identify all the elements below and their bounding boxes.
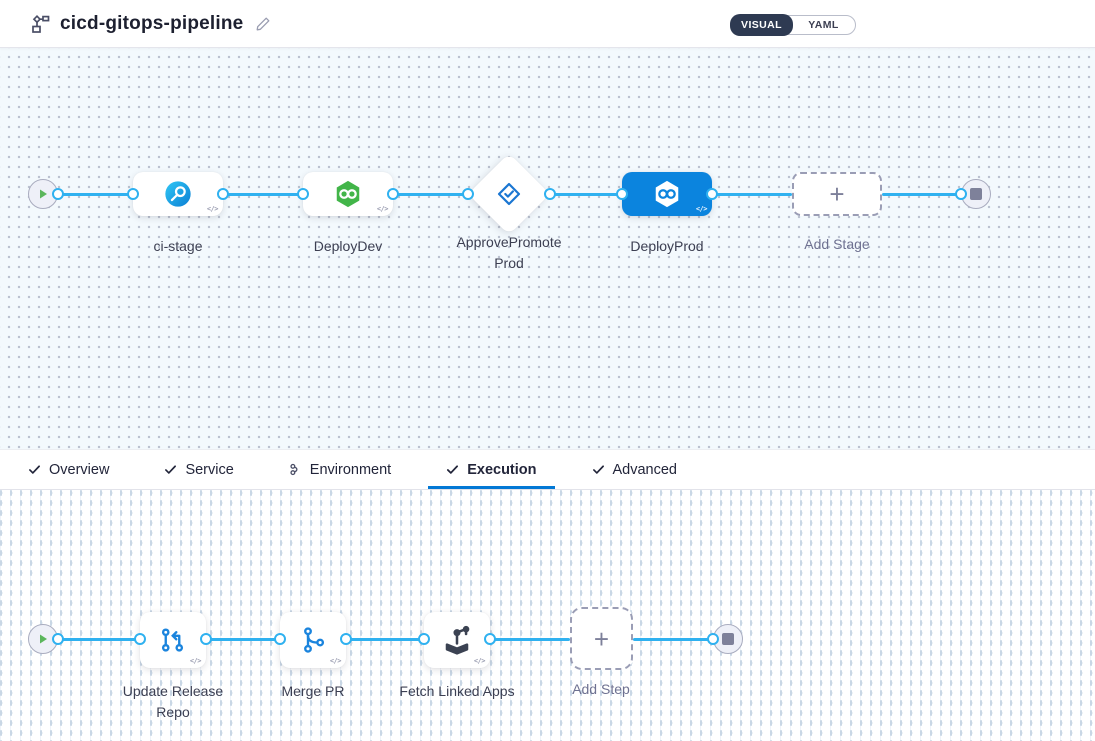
play-icon — [40, 189, 47, 199]
stop-icon — [722, 633, 734, 645]
connector-line — [712, 193, 792, 196]
add-step-button[interactable]: + — [570, 607, 633, 670]
toggle-visual[interactable]: VISUAL — [730, 14, 793, 36]
plus-icon: + — [593, 623, 610, 654]
pipeline-icon — [32, 14, 50, 33]
tab-execution[interactable]: Execution — [428, 450, 555, 489]
connector-line — [346, 638, 424, 641]
check-icon — [592, 465, 604, 474]
connector-line — [393, 193, 468, 196]
step-label: Fetch Linked Apps — [399, 683, 515, 699]
connector-ring — [418, 633, 430, 645]
connector-ring — [706, 188, 718, 200]
check-icon — [165, 465, 177, 474]
connector-ring — [134, 633, 146, 645]
cd-stage-icon — [655, 180, 679, 208]
tab-advanced[interactable]: Advanced — [592, 450, 678, 489]
edit-pencil-icon[interactable] — [255, 16, 271, 32]
stage-label: ApprovePromoteProd — [456, 234, 562, 271]
connector-line — [58, 193, 133, 196]
stop-icon — [970, 188, 982, 200]
tab-service[interactable]: Service — [164, 450, 234, 489]
connector-ring — [217, 188, 229, 200]
connector-ring — [707, 633, 719, 645]
add-step-label: Add Step — [572, 681, 630, 697]
connector-ring — [52, 633, 64, 645]
approval-stage-icon — [497, 182, 521, 206]
connector-ring — [484, 633, 496, 645]
merge-pr-icon — [304, 627, 325, 653]
step-label: Merge PR — [281, 683, 345, 699]
connector-ring — [462, 188, 474, 200]
tab-label: Environment — [309, 461, 392, 478]
ci-stage-icon — [165, 181, 191, 207]
connector-ring — [955, 188, 967, 200]
pipeline-title: cicd-gitops-pipeline — [60, 12, 244, 34]
play-icon — [40, 634, 47, 644]
code-icon: </> — [329, 657, 342, 665]
stage-label: DeployProd — [630, 238, 704, 254]
tab-overview[interactable]: Overview — [28, 450, 109, 489]
visual-yaml-toggle: VISUAL YAML — [730, 14, 856, 36]
connector-ring — [544, 188, 556, 200]
fetch-linked-apps-icon — [445, 625, 470, 655]
plus-icon: + — [829, 179, 845, 209]
connector-ring — [340, 633, 352, 645]
stage-node-approvepromoteprod[interactable] — [467, 152, 551, 236]
toggle-yaml[interactable]: YAML — [808, 19, 839, 31]
connector-ring — [52, 188, 64, 200]
connector-line — [633, 638, 713, 641]
environment-icon — [290, 463, 298, 476]
step-node-update-release-repo[interactable]: </> — [140, 612, 206, 668]
connector-line — [206, 638, 280, 641]
stage-node-deployprod[interactable]: </> — [622, 172, 712, 216]
code-icon: </> — [695, 205, 708, 213]
check-icon — [447, 465, 459, 474]
stage-label: DeployDev — [313, 238, 383, 254]
connector-ring — [127, 188, 139, 200]
execution-step-canvas: </> </> — [0, 490, 1095, 741]
connector-ring — [297, 188, 309, 200]
tab-label: Advanced — [612, 461, 678, 478]
code-icon: </> — [189, 657, 202, 665]
code-icon: </> — [376, 205, 389, 213]
connector-line — [550, 193, 622, 196]
connector-ring — [616, 188, 628, 200]
connector-line — [58, 638, 140, 641]
cd-stage-icon — [336, 180, 360, 208]
stage-node-deploydev[interactable]: </> — [303, 172, 393, 216]
code-icon: </> — [473, 657, 486, 665]
stage-config-tabbar: Overview Service Environment Execution A… — [0, 449, 1095, 490]
stage-canvas: </> </> — [0, 48, 1095, 449]
step-node-fetch-linked-apps[interactable]: </> — [424, 612, 490, 668]
stage-node-ci-stage[interactable]: </> — [133, 172, 223, 216]
code-icon: </> — [206, 205, 219, 213]
step-label: Update Release Repo — [122, 683, 224, 720]
tab-label: Overview — [49, 461, 110, 478]
execution-end-node — [713, 624, 743, 654]
check-icon — [29, 465, 40, 474]
connector-ring — [274, 633, 286, 645]
header: cicd-gitops-pipeline VISUAL YAML — [0, 0, 1095, 48]
add-stage-button[interactable]: + — [792, 172, 882, 216]
tab-label: Service — [185, 461, 234, 478]
connector-line — [490, 638, 570, 641]
add-stage-label: Add Stage — [804, 236, 870, 252]
stage-label: ci-stage — [153, 238, 203, 254]
connector-ring — [387, 188, 399, 200]
tab-label: Execution — [467, 461, 537, 478]
step-node-merge-pr[interactable]: </> — [280, 612, 346, 668]
connector-line — [882, 193, 961, 196]
tab-environment[interactable]: Environment — [289, 450, 391, 489]
update-release-repo-icon — [161, 628, 184, 652]
connector-line — [223, 193, 303, 196]
connector-ring — [200, 633, 212, 645]
